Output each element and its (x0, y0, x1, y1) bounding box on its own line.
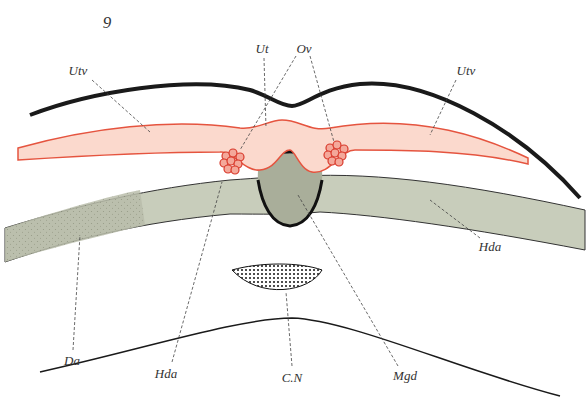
leader-line (73, 56, 480, 366)
da-region (5, 190, 145, 262)
part-label: Hda (479, 240, 501, 253)
utv-layer (18, 120, 528, 172)
part-label: Ut (256, 42, 269, 55)
part-label: C.N (282, 371, 303, 384)
ovary (220, 141, 348, 174)
outer-wall (30, 84, 580, 198)
part-label: Ov (296, 42, 311, 55)
part-label: Mgd (393, 369, 417, 382)
chorda (232, 264, 322, 290)
part-label: Da (64, 354, 80, 367)
part-label: Utv (69, 64, 88, 77)
figure-number: 9 (103, 14, 112, 31)
part-label: Utv (457, 64, 476, 77)
part-label: Hda (155, 367, 177, 380)
lower-wall (40, 318, 560, 396)
